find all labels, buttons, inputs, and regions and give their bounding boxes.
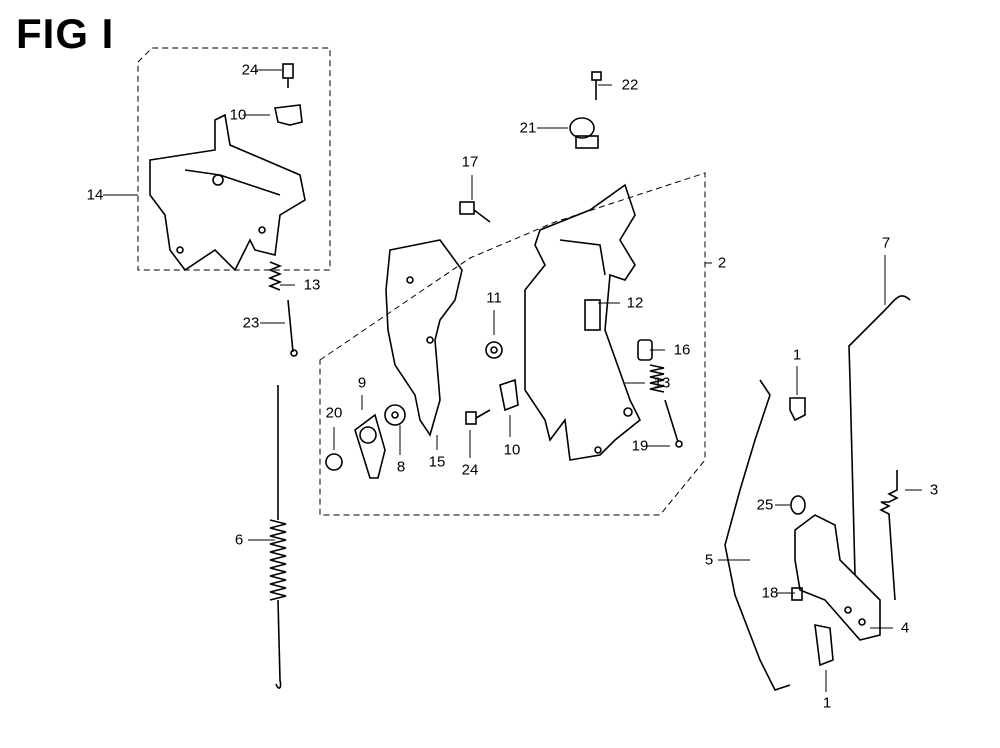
callout-24: 24	[241, 61, 259, 79]
callout-18: 18	[761, 584, 779, 602]
clip-part-1b	[814, 623, 834, 667]
callout-2: 2	[717, 254, 727, 272]
screw-part-19	[664, 399, 683, 448]
callout-16: 16	[673, 341, 691, 359]
lever-part-4	[794, 514, 881, 641]
callout-10: 10	[503, 441, 521, 459]
clip-part-10a	[274, 104, 303, 126]
bolt-part-24b	[465, 409, 491, 425]
callout-13: 13	[653, 374, 671, 392]
rod-part-5	[724, 379, 791, 691]
holder-part-21	[569, 117, 599, 149]
callout-13: 13	[303, 276, 321, 294]
group-box-upper-left	[137, 47, 331, 271]
figure-title: FIG I	[16, 10, 115, 57]
lever-part-9	[354, 413, 386, 479]
clip-part-10b	[499, 378, 519, 412]
callout-1: 1	[822, 694, 832, 712]
bolt-part-22	[591, 71, 602, 100]
screw-part-18	[791, 587, 803, 601]
group-box-center	[319, 172, 706, 516]
callout-5: 5	[704, 551, 714, 569]
washer-part-8	[384, 404, 406, 426]
callout-17: 17	[461, 153, 479, 171]
callout-12: 12	[626, 294, 644, 312]
control-base-part-2	[524, 183, 642, 461]
screw-part-23	[287, 299, 298, 357]
callout-3: 3	[929, 481, 939, 499]
callout-15: 15	[428, 453, 446, 471]
nut-part-20	[325, 453, 343, 471]
spring-part-6	[269, 385, 287, 689]
bolt-part-17	[459, 201, 491, 223]
callout-10: 10	[229, 106, 247, 124]
spring-part-3	[879, 470, 899, 601]
callout-6: 6	[234, 531, 244, 549]
bolt-part-24a	[282, 63, 294, 88]
callout-19: 19	[631, 437, 649, 455]
washer-part-11	[485, 341, 503, 359]
plate-part-15	[385, 239, 463, 437]
callout-8: 8	[396, 458, 406, 476]
callout-7: 7	[881, 234, 891, 252]
callout-22: 22	[621, 76, 639, 94]
spring-part-7	[848, 295, 911, 576]
callout-9: 9	[357, 374, 367, 392]
callout-14: 14	[86, 186, 104, 204]
nut-part-25	[790, 495, 806, 515]
callout-23: 23	[242, 314, 260, 332]
collar-part-16	[637, 339, 653, 361]
callout-21: 21	[519, 119, 537, 137]
callout-1: 1	[792, 346, 802, 364]
callout-24: 24	[461, 461, 479, 479]
callout-20: 20	[325, 404, 343, 422]
clip-part-1a	[789, 397, 806, 422]
control-bracket-part-14	[149, 113, 306, 272]
callout-4: 4	[900, 619, 910, 637]
spring-part-13b	[649, 364, 665, 393]
spring-part-13a	[267, 261, 283, 291]
leader-lines	[103, 69, 922, 692]
callout-25: 25	[756, 496, 774, 514]
callout-11: 11	[486, 289, 502, 307]
